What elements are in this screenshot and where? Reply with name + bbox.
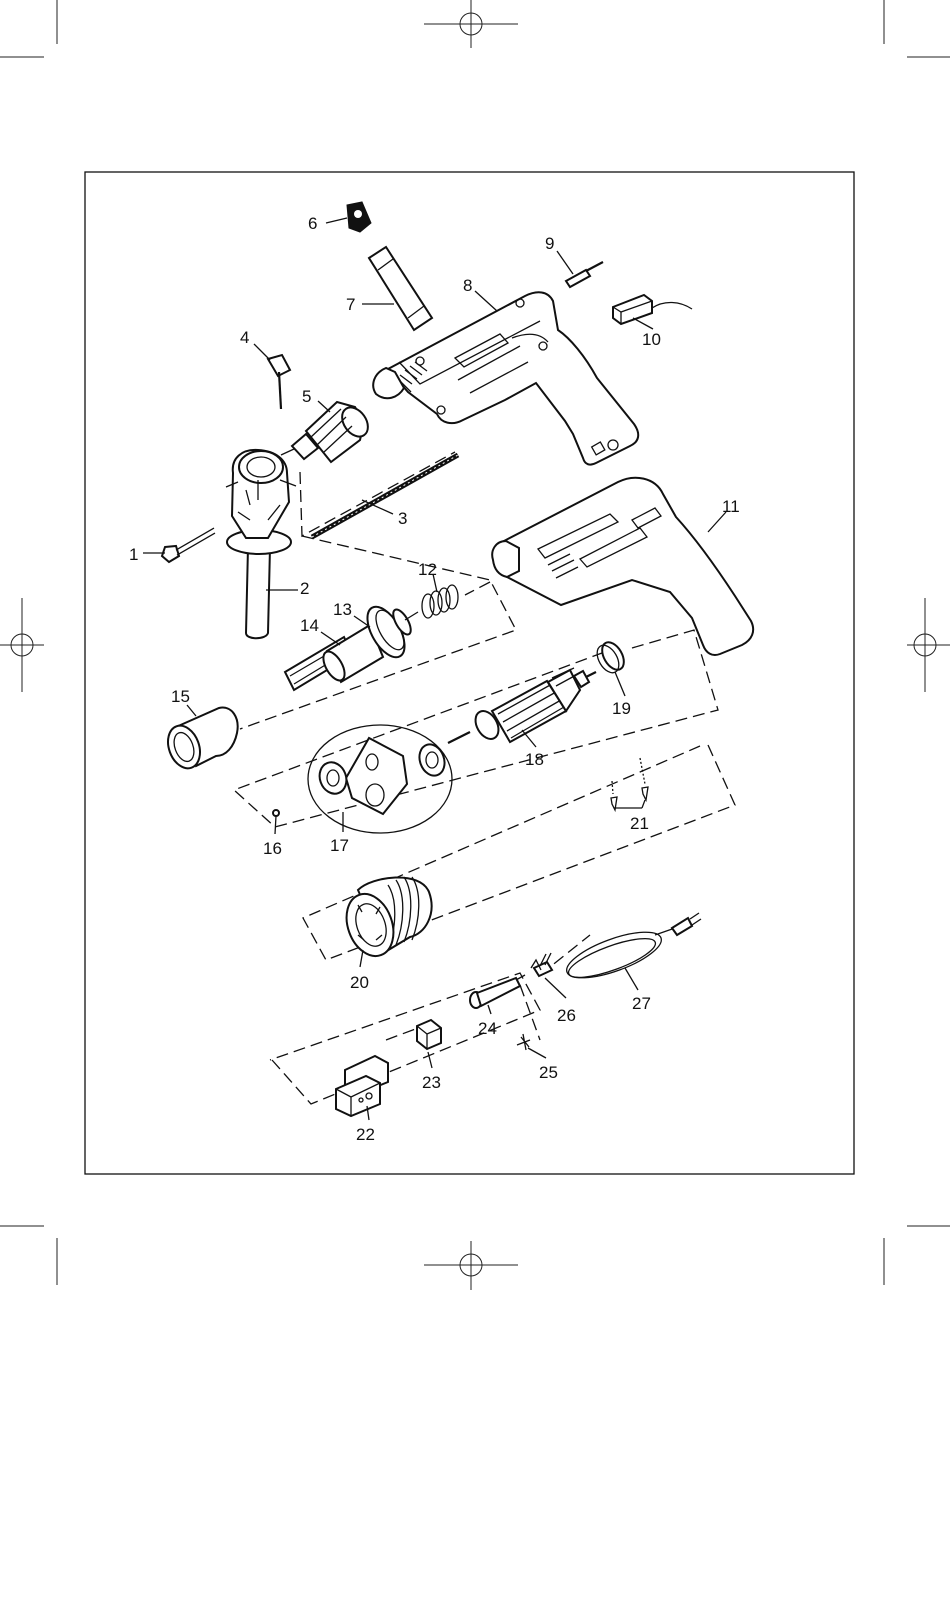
label-part-7: 7: [346, 295, 355, 314]
part-10-cable-clip: [613, 295, 692, 324]
label-part-12: 12: [418, 560, 437, 579]
label-part-18: 18: [525, 750, 544, 769]
part-3-depth-rod: [312, 455, 458, 537]
label-part-15: 15: [171, 687, 190, 706]
part-26-connector: [531, 953, 552, 976]
label-part-11: 11: [722, 497, 740, 516]
registration-mark-left: [0, 598, 44, 692]
part-5-chuck: [281, 402, 373, 462]
part-16-ball: [273, 810, 279, 816]
part-7-brush-tube: [369, 247, 432, 330]
part-21-terminals: [611, 758, 648, 810]
label-part-4: 4: [240, 328, 249, 347]
label-part-26: 26: [557, 1006, 576, 1025]
label-part-19: 19: [612, 699, 631, 718]
part-15-sleeve: [162, 708, 237, 773]
label-part-20: 20: [350, 973, 369, 992]
label-part-3: 3: [398, 509, 407, 528]
label-part-17: 17: [330, 836, 349, 855]
part-24-capacitor: [470, 975, 525, 1008]
part-12-spring: [422, 585, 458, 618]
label-part-5: 5: [302, 387, 311, 406]
part-27-power-cord: [562, 913, 701, 987]
label-part-13: 13: [333, 600, 352, 619]
label-part-25: 25: [539, 1063, 558, 1082]
label-part-1: 1: [129, 545, 138, 564]
label-part-8: 8: [463, 276, 472, 295]
part-19-bearing: [593, 639, 629, 677]
part-23-cube: [417, 1020, 441, 1049]
label-part-2: 2: [300, 579, 309, 598]
label-part-21: 21: [630, 814, 649, 833]
part-22-switch: [336, 1056, 388, 1116]
crop-marks: [0, 0, 950, 1285]
label-part-10: 10: [642, 330, 661, 349]
part-4-hex-key: [268, 355, 290, 409]
label-part-6: 6: [308, 214, 317, 233]
label-part-16: 16: [263, 839, 282, 858]
registration-mark-top: [424, 0, 518, 48]
part-6-brush: [347, 202, 371, 232]
label-part-27: 27: [632, 994, 651, 1013]
part-9-pin: [566, 262, 603, 287]
part-11-housing-half: [492, 478, 753, 655]
part-2-side-handle: [226, 450, 296, 638]
label-part-23: 23: [422, 1073, 441, 1092]
part-1-wing-screw: [162, 528, 215, 562]
label-part-9: 9: [545, 234, 554, 253]
part-18-armature: [448, 668, 596, 743]
registration-mark-bottom: [424, 1241, 518, 1290]
part-17-brush-holder-group: [308, 725, 452, 833]
diagram-frame: [85, 172, 854, 1174]
label-part-24: 24: [478, 1019, 497, 1038]
part-25-clip: [517, 1034, 530, 1050]
label-part-14: 14: [300, 616, 319, 635]
label-part-22: 22: [356, 1125, 375, 1144]
registration-mark-right: [907, 598, 950, 692]
